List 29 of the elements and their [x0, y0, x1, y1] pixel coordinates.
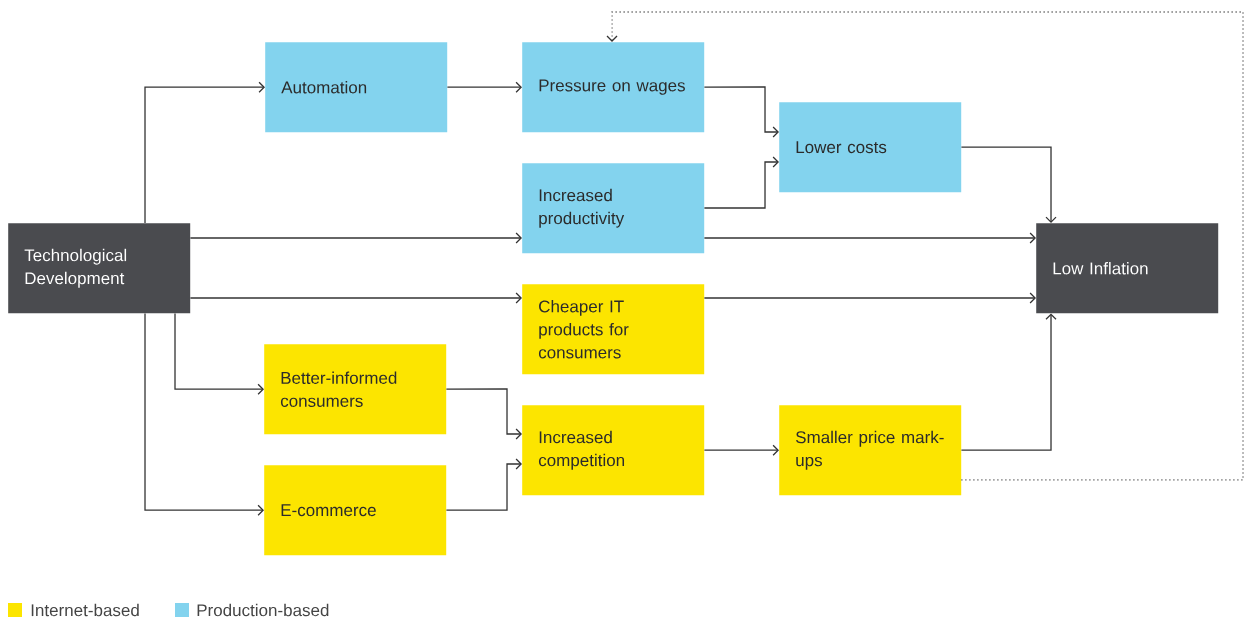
legend-label: Production-based [197, 603, 329, 617]
process-box: Cheaper IT products for consumers [522, 284, 705, 375]
arrow [703, 292, 1036, 304]
arrow [445, 458, 522, 511]
arrow [703, 86, 779, 138]
process-box: Technological Development [8, 223, 191, 314]
process-box: Automation [265, 42, 448, 133]
arrow [144, 312, 264, 516]
arrow [445, 388, 522, 440]
process-box: Lower costs [779, 102, 962, 193]
arrow [960, 313, 1057, 451]
legend-label: Internet-based [31, 603, 139, 617]
arrow [703, 232, 1036, 244]
arrow [703, 444, 779, 456]
process-box: Increased competition [522, 405, 705, 496]
arrow [703, 156, 779, 209]
arrow [446, 81, 522, 93]
arrow [174, 312, 264, 395]
process-box: Increased productivity [522, 163, 705, 254]
process-box: Low Inflation [1036, 223, 1219, 314]
arrow [960, 146, 1057, 223]
process-box: Better-informed consumers [264, 344, 447, 435]
process-box: Pressure on wages [522, 42, 705, 133]
process-box: E-commerce [264, 465, 447, 556]
arrow [144, 81, 265, 224]
process-box: Smaller price mark-ups [779, 405, 962, 496]
arrow [606, 11, 1244, 481]
arrow [189, 232, 522, 244]
arrow [189, 292, 522, 304]
